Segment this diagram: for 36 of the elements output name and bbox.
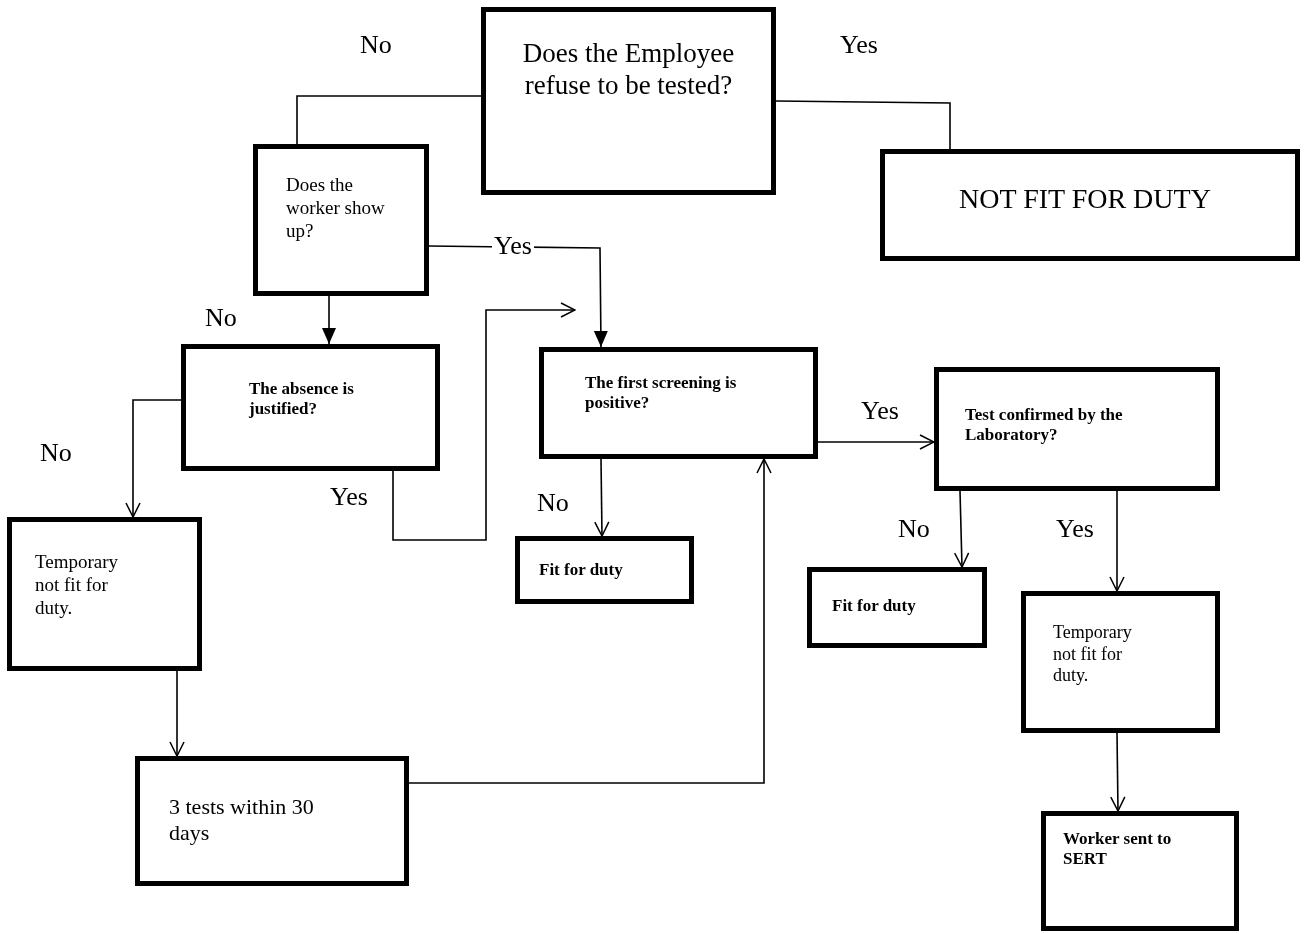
process-box <box>934 367 1220 491</box>
arrow <box>817 434 935 450</box>
box-text: Fit for duty <box>539 560 624 581</box>
box-text: The first screening is positive? <box>585 373 738 414</box>
box-text: Does the Employee refuse to be tested? <box>521 37 736 102</box>
process-box <box>253 144 429 296</box>
arrow <box>322 295 336 345</box>
process-box <box>135 756 409 886</box>
box-text: Temporary not fit for duty. <box>1053 622 1133 687</box>
arrow <box>1110 732 1126 812</box>
box-text: The absence is justified? <box>249 379 355 420</box>
box-text: Fit for duty <box>832 596 917 617</box>
box-text: Test confirmed by the Laboratory? <box>965 405 1124 446</box>
box-text: Worker sent to SERT <box>1063 829 1173 870</box>
arrow <box>408 458 772 784</box>
process-box <box>539 347 818 459</box>
process-box <box>7 517 202 671</box>
process-box <box>1021 591 1220 733</box>
process-box <box>880 149 1300 261</box>
process-box <box>181 344 440 471</box>
arrow <box>594 458 610 537</box>
box-text: 3 tests within 30 days <box>169 794 315 847</box>
process-box <box>807 567 987 648</box>
box-text: Temporary not fit for duty. <box>35 551 120 620</box>
arrow <box>1109 490 1125 592</box>
process-box <box>481 7 776 195</box>
arrow <box>169 670 185 757</box>
arrow <box>392 302 576 541</box>
connector-line <box>775 100 951 150</box>
process-box <box>515 536 694 604</box>
process-box <box>1041 811 1239 931</box>
box-text: Does the worker show up? <box>286 174 386 243</box>
connector-line <box>296 95 482 145</box>
arrow <box>125 399 182 518</box>
box-text: NOT FIT FOR DUTY <box>958 182 1212 216</box>
arrow <box>953 490 970 568</box>
